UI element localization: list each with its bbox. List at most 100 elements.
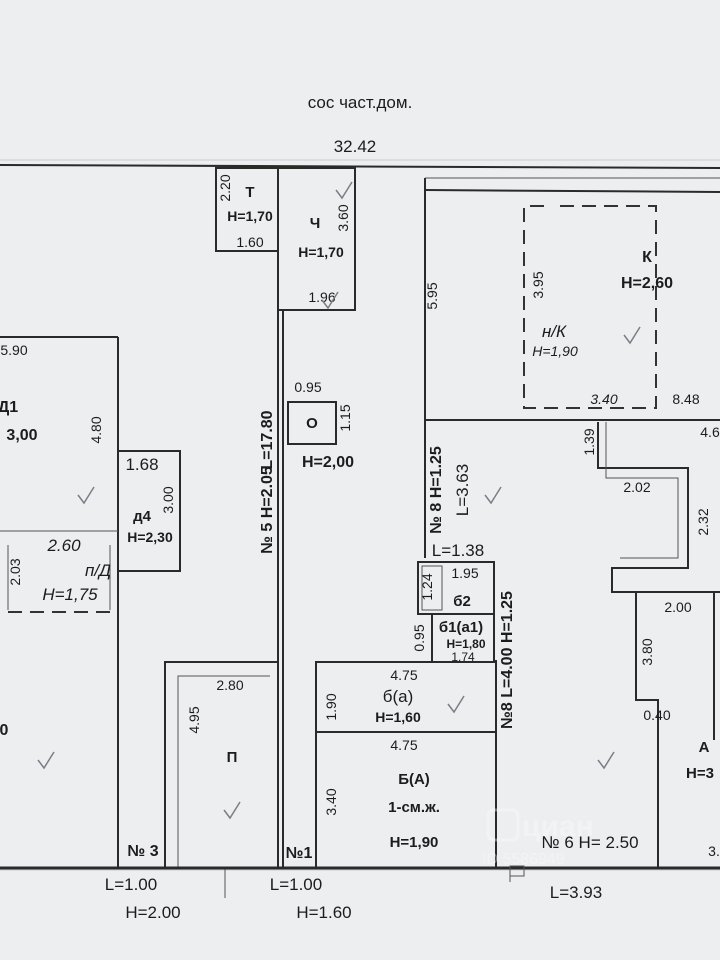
check-icon — [223, 801, 241, 820]
room-ba-height: Н=1,60 — [375, 709, 421, 725]
fence-1-length: L=1.00 — [270, 875, 322, 894]
right-block-wall — [597, 422, 720, 593]
right-dim5: 3.80 — [639, 638, 655, 665]
watermark-brand: циан — [522, 810, 594, 843]
room-ch-height: Н=1,70 — [298, 244, 344, 260]
room-k-name: К — [642, 249, 652, 266]
check-icon — [77, 486, 95, 505]
check-icon — [37, 751, 55, 770]
room-t-name: Т — [245, 184, 254, 201]
room-ba-name: б(а) — [383, 687, 414, 706]
room-o-name: О — [306, 415, 318, 432]
room-ch-name: Ч — [310, 215, 321, 232]
room-p-name: П — [227, 749, 238, 766]
room-k-dim3: 5.95 — [424, 282, 440, 309]
fence-8a-extra: L=1.38 — [432, 541, 484, 560]
room-d4-height: Н=2,30 — [127, 529, 173, 545]
check-icon — [484, 486, 502, 505]
left-edge-digit: 0 — [0, 722, 9, 739]
room-b1-dim2: 1.74 — [451, 650, 475, 664]
room-pd-dim1: 2.60 — [46, 536, 81, 555]
room-b1-height: Н=1,80 — [446, 637, 485, 651]
room-o — [287, 401, 337, 445]
room-b2-dim1: 1.24 — [419, 573, 435, 600]
bottom-post — [509, 865, 525, 877]
fence-5-label: № 5 Н=2.05 — [259, 466, 276, 554]
room-d1-dim2: 4.80 — [88, 416, 104, 443]
room-ch-dim2: 1.96 — [308, 289, 335, 305]
right-dim4: 2.00 — [664, 599, 691, 615]
check-icon — [447, 695, 465, 714]
check-marks — [37, 181, 641, 820]
top-boundary-inner2 — [424, 189, 720, 193]
fence-5-length: L=17.80 — [259, 410, 276, 469]
top-boundary — [0, 164, 720, 169]
room-k — [523, 205, 657, 409]
room-ch-dim1: 3.60 — [335, 204, 351, 231]
right-dim3: 2.32 — [695, 508, 711, 535]
room-p-inner — [177, 675, 270, 868]
room-d1-height: 3,00 — [6, 427, 37, 444]
room-o-dim1: 0.95 — [294, 379, 321, 395]
room-pd-dim2: 2.03 — [7, 558, 23, 585]
fence-3-height: Н=2.00 — [125, 903, 180, 922]
room-BA-height: Н=1,90 — [390, 834, 439, 851]
check-icon — [335, 181, 353, 200]
room-d4 — [117, 450, 181, 572]
fence-8a-label: № 8 Н=1.25 — [428, 446, 445, 534]
fence-3-length: L=1.00 — [105, 875, 157, 894]
room-d4-dim2: 3.00 — [160, 486, 176, 513]
header-length: 32.42 — [334, 137, 377, 156]
room-t-dim1: 2.20 — [217, 174, 233, 201]
room-ba-dim1: 4.75 — [390, 667, 417, 683]
room-pd-name: п/Д — [85, 561, 111, 580]
room-t-height: Н=1,70 — [227, 208, 273, 224]
room-o-height: Н=2,00 — [302, 454, 354, 471]
room-a-height: Н=3 — [686, 765, 714, 782]
room-b1-name: б1(а1) — [439, 619, 483, 636]
fence-6-label: № 6 Н= 2.50 — [541, 833, 638, 852]
room-p-dim1: 2.80 — [216, 677, 243, 693]
room-d4-dim1: 1.68 — [125, 455, 158, 474]
room-b1-dim1: 0.95 — [411, 624, 427, 651]
room-nk-height: Н=1,90 — [532, 343, 578, 359]
watermark: циан ID 5586949 — [482, 808, 594, 868]
room-a-name: А — [699, 739, 710, 756]
right-dim7: 4.6 — [700, 424, 720, 440]
room-ch — [277, 167, 356, 311]
room-BA-dim1: 4.75 — [390, 737, 417, 753]
fence-8a-length: L=3.63 — [453, 464, 472, 516]
watermark-id: ID 5586949 — [482, 851, 565, 868]
room-o-dim2: 1.15 — [337, 404, 353, 431]
room-d1-name: Д1 — [0, 399, 18, 416]
fence-1-height: Н=1.60 — [296, 903, 351, 922]
room-p — [164, 661, 278, 868]
room-k-dim2: 3.40 — [590, 391, 617, 407]
fence-8b-label: №8 L=4.00 Н=1.25 — [499, 591, 516, 729]
right-block-inner — [605, 422, 679, 559]
room-nk-name: н/К — [542, 322, 567, 341]
room-t-dim2: 1.60 — [236, 234, 263, 250]
fence-6-length: L=3.93 — [550, 883, 602, 902]
check-icon — [321, 291, 339, 310]
room-k-height: Н=2,60 — [621, 275, 673, 292]
room-b2-inner — [421, 565, 443, 611]
room-p-dim2: 4.95 — [186, 706, 202, 733]
check-icon — [623, 326, 641, 345]
room-d4-name: д4 — [133, 508, 152, 525]
room-b2-dim2: 1.95 — [451, 565, 478, 581]
check-icon — [597, 751, 615, 770]
right-dim6: 0.40 — [643, 707, 670, 723]
room-BA-name: Б(А) — [398, 771, 430, 788]
right-dim2: 2.02 — [623, 479, 650, 495]
right-block-lower-wall — [635, 592, 659, 868]
room-pd-height: Н=1,75 — [42, 585, 98, 604]
room-k-dim1: 3.95 — [530, 271, 546, 298]
fence-1-label: №1 — [286, 845, 313, 862]
right-dim8: 3. — [708, 843, 720, 859]
room-b2-name: б2 — [453, 593, 471, 610]
room-BA-sub: 1-см.ж. — [388, 799, 440, 816]
room-ba-dim2: 1.90 — [323, 693, 339, 720]
right-dim1: 1.39 — [581, 428, 597, 455]
